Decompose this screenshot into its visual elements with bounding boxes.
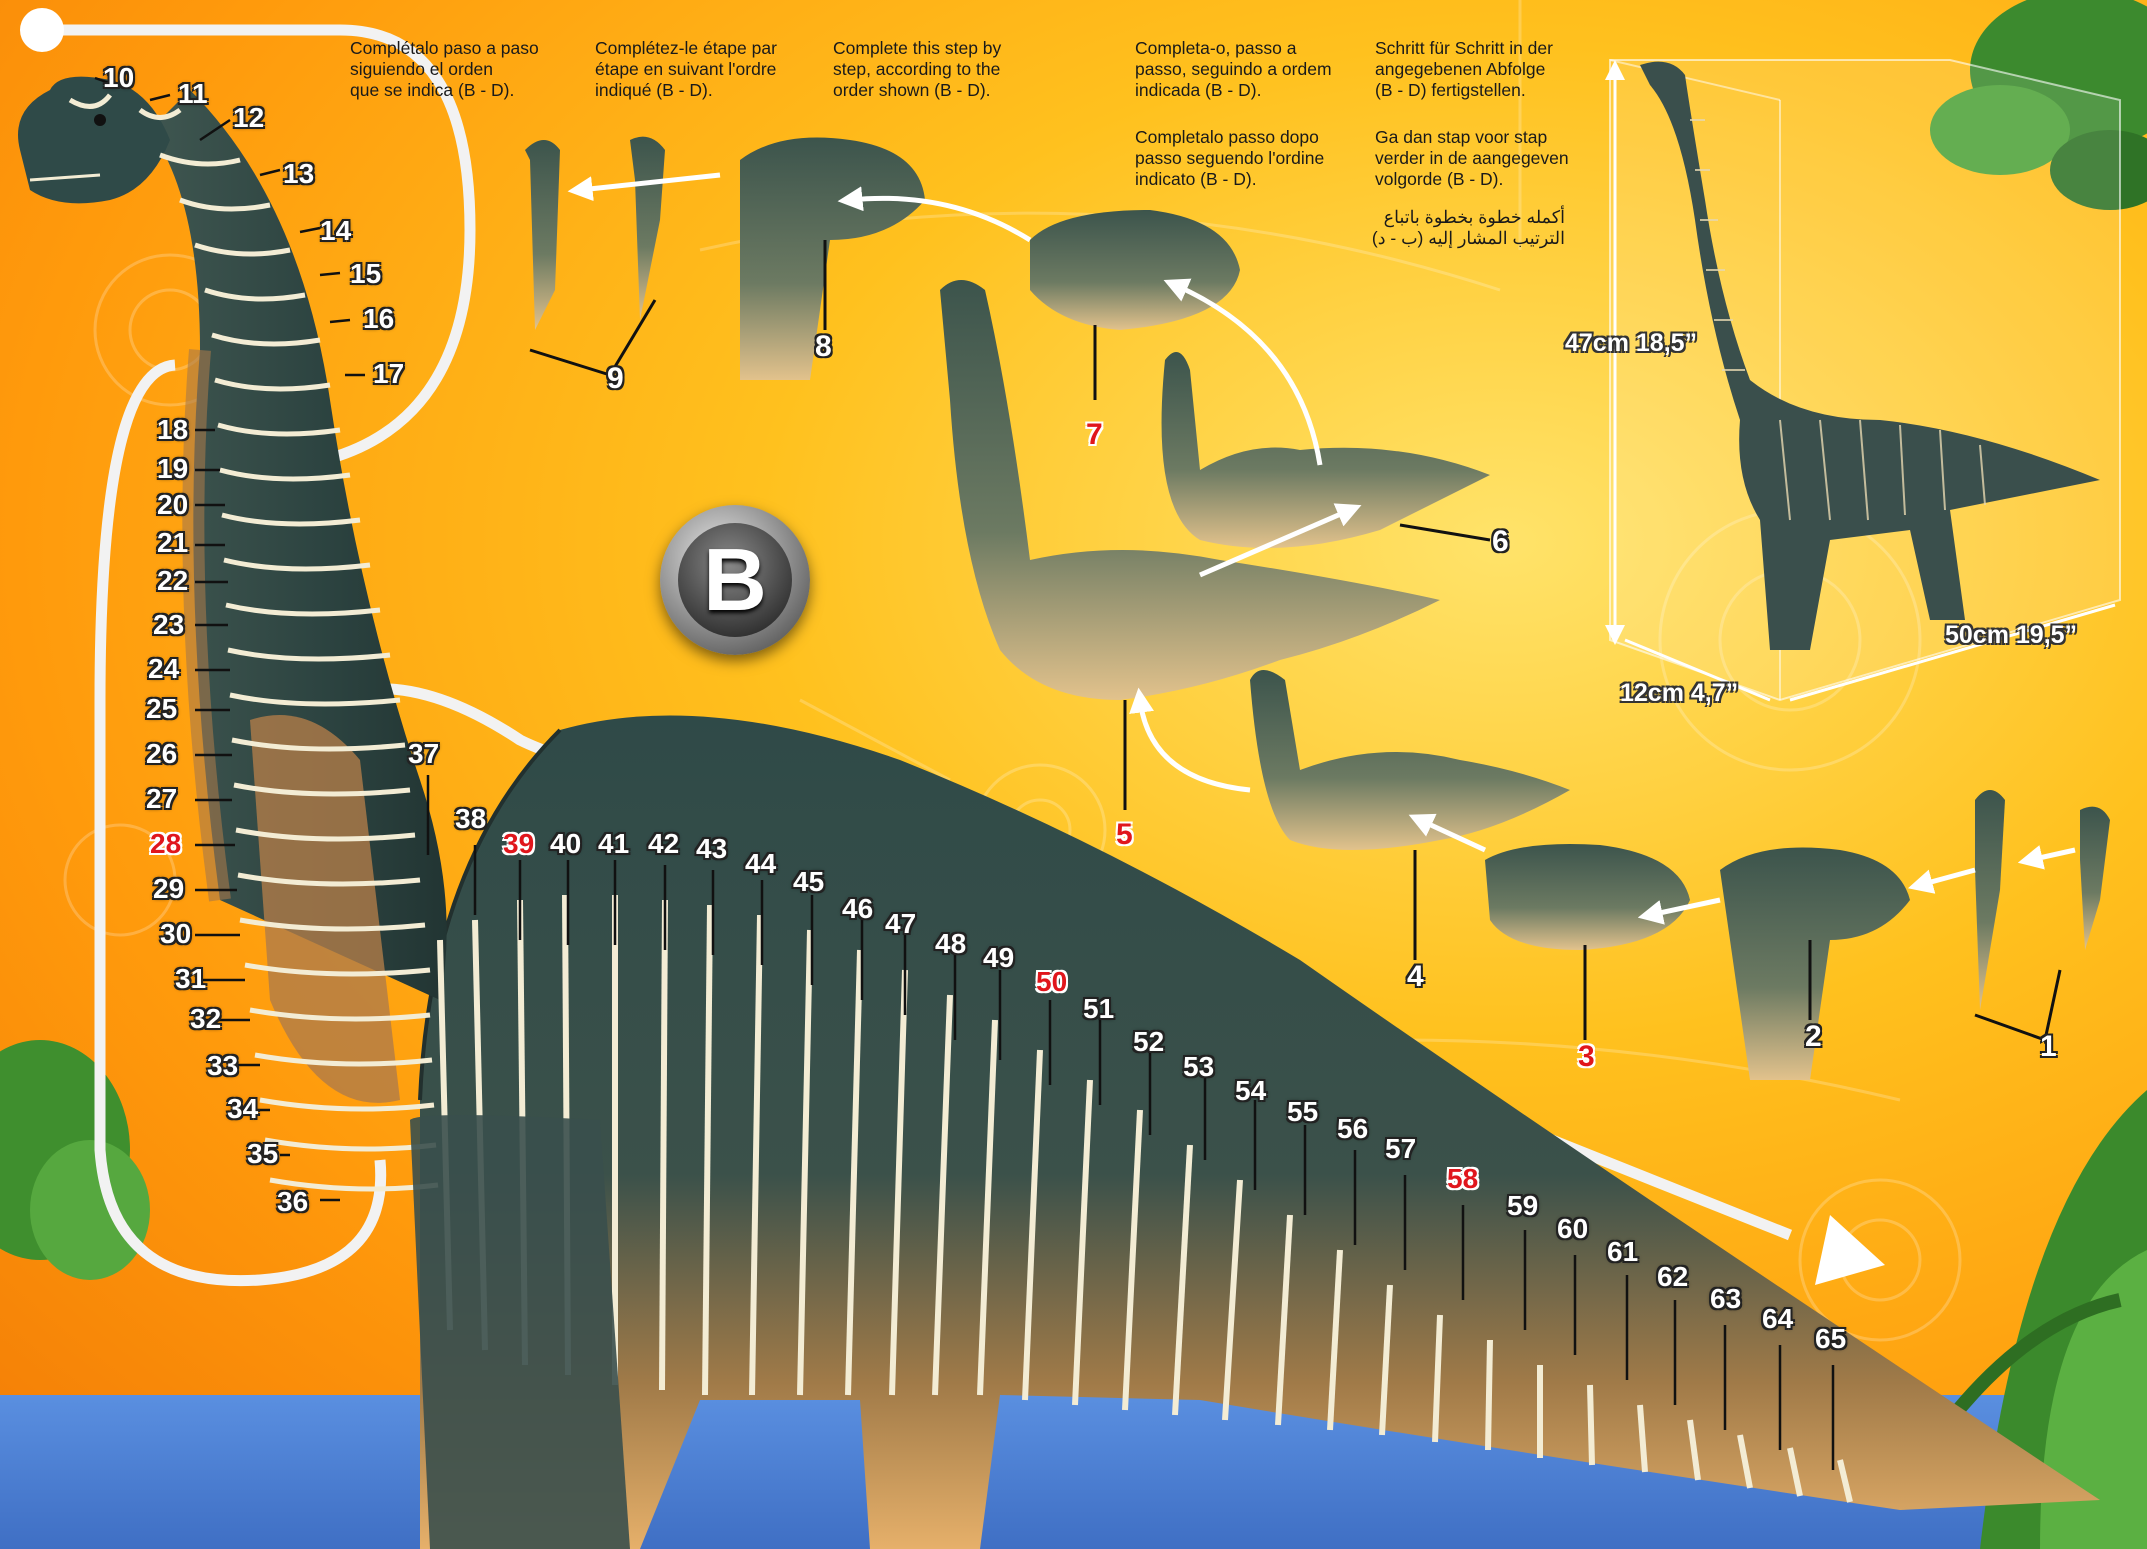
- part-number-15: 15: [350, 258, 381, 290]
- section-letter: B: [703, 529, 767, 631]
- instruction-es: Complétalo paso a paso siguiendo el orde…: [350, 38, 550, 101]
- part-number-46: 46: [842, 893, 873, 925]
- part-number-14: 14: [320, 215, 351, 247]
- path-arrow-head: [1815, 1215, 1885, 1285]
- part-number-42: 42: [648, 828, 679, 860]
- step-arrow-4-5: [1140, 700, 1250, 790]
- instruction-nl: Ga dan stap voor stap verder in de aange…: [1375, 127, 1595, 190]
- step-number-3: 3: [1578, 1040, 1595, 1074]
- instruction-fr: Complétez-le étape par étape en suivant …: [595, 38, 795, 101]
- step-arrow-1-2: [1920, 870, 1975, 885]
- part-number-24: 24: [148, 653, 179, 685]
- part-number-36: 36: [277, 1186, 308, 1218]
- step-number-7: 7: [1086, 418, 1103, 452]
- part-number-38: 38: [455, 803, 486, 835]
- part-number-51: 51: [1083, 993, 1114, 1025]
- step-number-9: 9: [607, 362, 624, 396]
- part-number-50: 50: [1036, 966, 1067, 998]
- part-number-32: 32: [190, 1003, 221, 1035]
- section-b-badge-inner: B: [678, 523, 792, 637]
- dimension-height: 47cm 18,5”: [1565, 330, 1697, 357]
- finished-model-preview: [1605, 60, 2120, 700]
- part-number-63: 63: [1710, 1283, 1741, 1315]
- part-number-58: 58: [1447, 1163, 1478, 1195]
- instruction-de: Schritt für Schritt in der angegebenen A…: [1375, 38, 1595, 101]
- part-number-55: 55: [1287, 1096, 1318, 1128]
- part-number-64: 64: [1762, 1303, 1793, 1335]
- part-number-41: 41: [598, 828, 629, 860]
- step-number-8: 8: [815, 330, 832, 364]
- part-number-60: 60: [1557, 1213, 1588, 1245]
- part-number-22: 22: [157, 565, 188, 597]
- part-number-39: 39: [503, 828, 534, 860]
- part-number-11: 11: [178, 78, 208, 110]
- part-number-56: 56: [1337, 1113, 1368, 1145]
- part-number-37: 37: [408, 738, 439, 770]
- part-number-25: 25: [146, 693, 177, 725]
- part-number-30: 30: [160, 918, 191, 950]
- part-number-13: 13: [283, 158, 314, 190]
- step-number-2: 2: [1805, 1020, 1822, 1054]
- step-number-6: 6: [1492, 525, 1509, 559]
- part-number-10: 10: [103, 62, 134, 94]
- dimension-width: 12cm 4,7”: [1620, 680, 1738, 707]
- part-number-52: 52: [1133, 1026, 1164, 1058]
- path-start-dot: [20, 8, 64, 52]
- step-number-5: 5: [1116, 818, 1133, 852]
- step-number-4: 4: [1407, 960, 1424, 994]
- part-number-21: 21: [157, 527, 188, 559]
- part-number-23: 23: [153, 609, 184, 641]
- step-5-figure: [940, 280, 1440, 810]
- step-8-body: [740, 138, 925, 381]
- part-number-45: 45: [793, 866, 824, 898]
- part-number-28: 28: [150, 828, 181, 860]
- instruction-pt: Completa-o, passo a passo, seguindo a or…: [1135, 38, 1355, 101]
- instruction-en: Complete this step by step, according to…: [833, 38, 1033, 101]
- part-number-17: 17: [373, 358, 404, 390]
- part-number-27: 27: [146, 783, 177, 815]
- part-number-49: 49: [983, 942, 1014, 974]
- section-b-badge: B: [660, 505, 810, 655]
- step-number-1: 1: [2040, 1030, 2057, 1064]
- dimension-length: 50cm 19,5”: [1945, 622, 2077, 649]
- step-9-legs: [525, 137, 665, 375]
- part-number-40: 40: [550, 828, 581, 860]
- part-number-35: 35: [247, 1138, 278, 1170]
- part-number-31: 31: [175, 963, 206, 995]
- part-number-57: 57: [1385, 1133, 1416, 1165]
- part-number-48: 48: [935, 928, 966, 960]
- step-3-body: [1485, 844, 1690, 1040]
- part-number-53: 53: [1183, 1051, 1214, 1083]
- part-number-44: 44: [745, 848, 776, 880]
- instruction-it: Completalo passo dopo passo seguendo l'o…: [1135, 127, 1355, 190]
- part-number-59: 59: [1507, 1190, 1538, 1222]
- part-number-47: 47: [885, 908, 916, 940]
- part-number-16: 16: [363, 303, 394, 335]
- part-number-62: 62: [1657, 1261, 1688, 1293]
- part-number-26: 26: [146, 738, 177, 770]
- step-arrow-start: [2030, 850, 2075, 860]
- part-number-43: 43: [696, 833, 727, 865]
- part-number-19: 19: [157, 453, 188, 485]
- step-1-legs: [1975, 790, 2110, 1040]
- part-number-61: 61: [1607, 1236, 1638, 1268]
- part-number-54: 54: [1235, 1075, 1266, 1107]
- part-number-33: 33: [207, 1050, 238, 1082]
- instruction-ar: أكمله خطوة بخطوة باتباع الترتيب المشار إ…: [1360, 207, 1565, 249]
- part-number-65: 65: [1815, 1323, 1846, 1355]
- part-number-29: 29: [153, 873, 184, 905]
- part-number-20: 20: [157, 489, 188, 521]
- part-number-18: 18: [157, 414, 188, 446]
- foliage-bottom-left: [0, 1040, 150, 1280]
- part-number-12: 12: [233, 102, 264, 134]
- part-number-34: 34: [227, 1093, 258, 1125]
